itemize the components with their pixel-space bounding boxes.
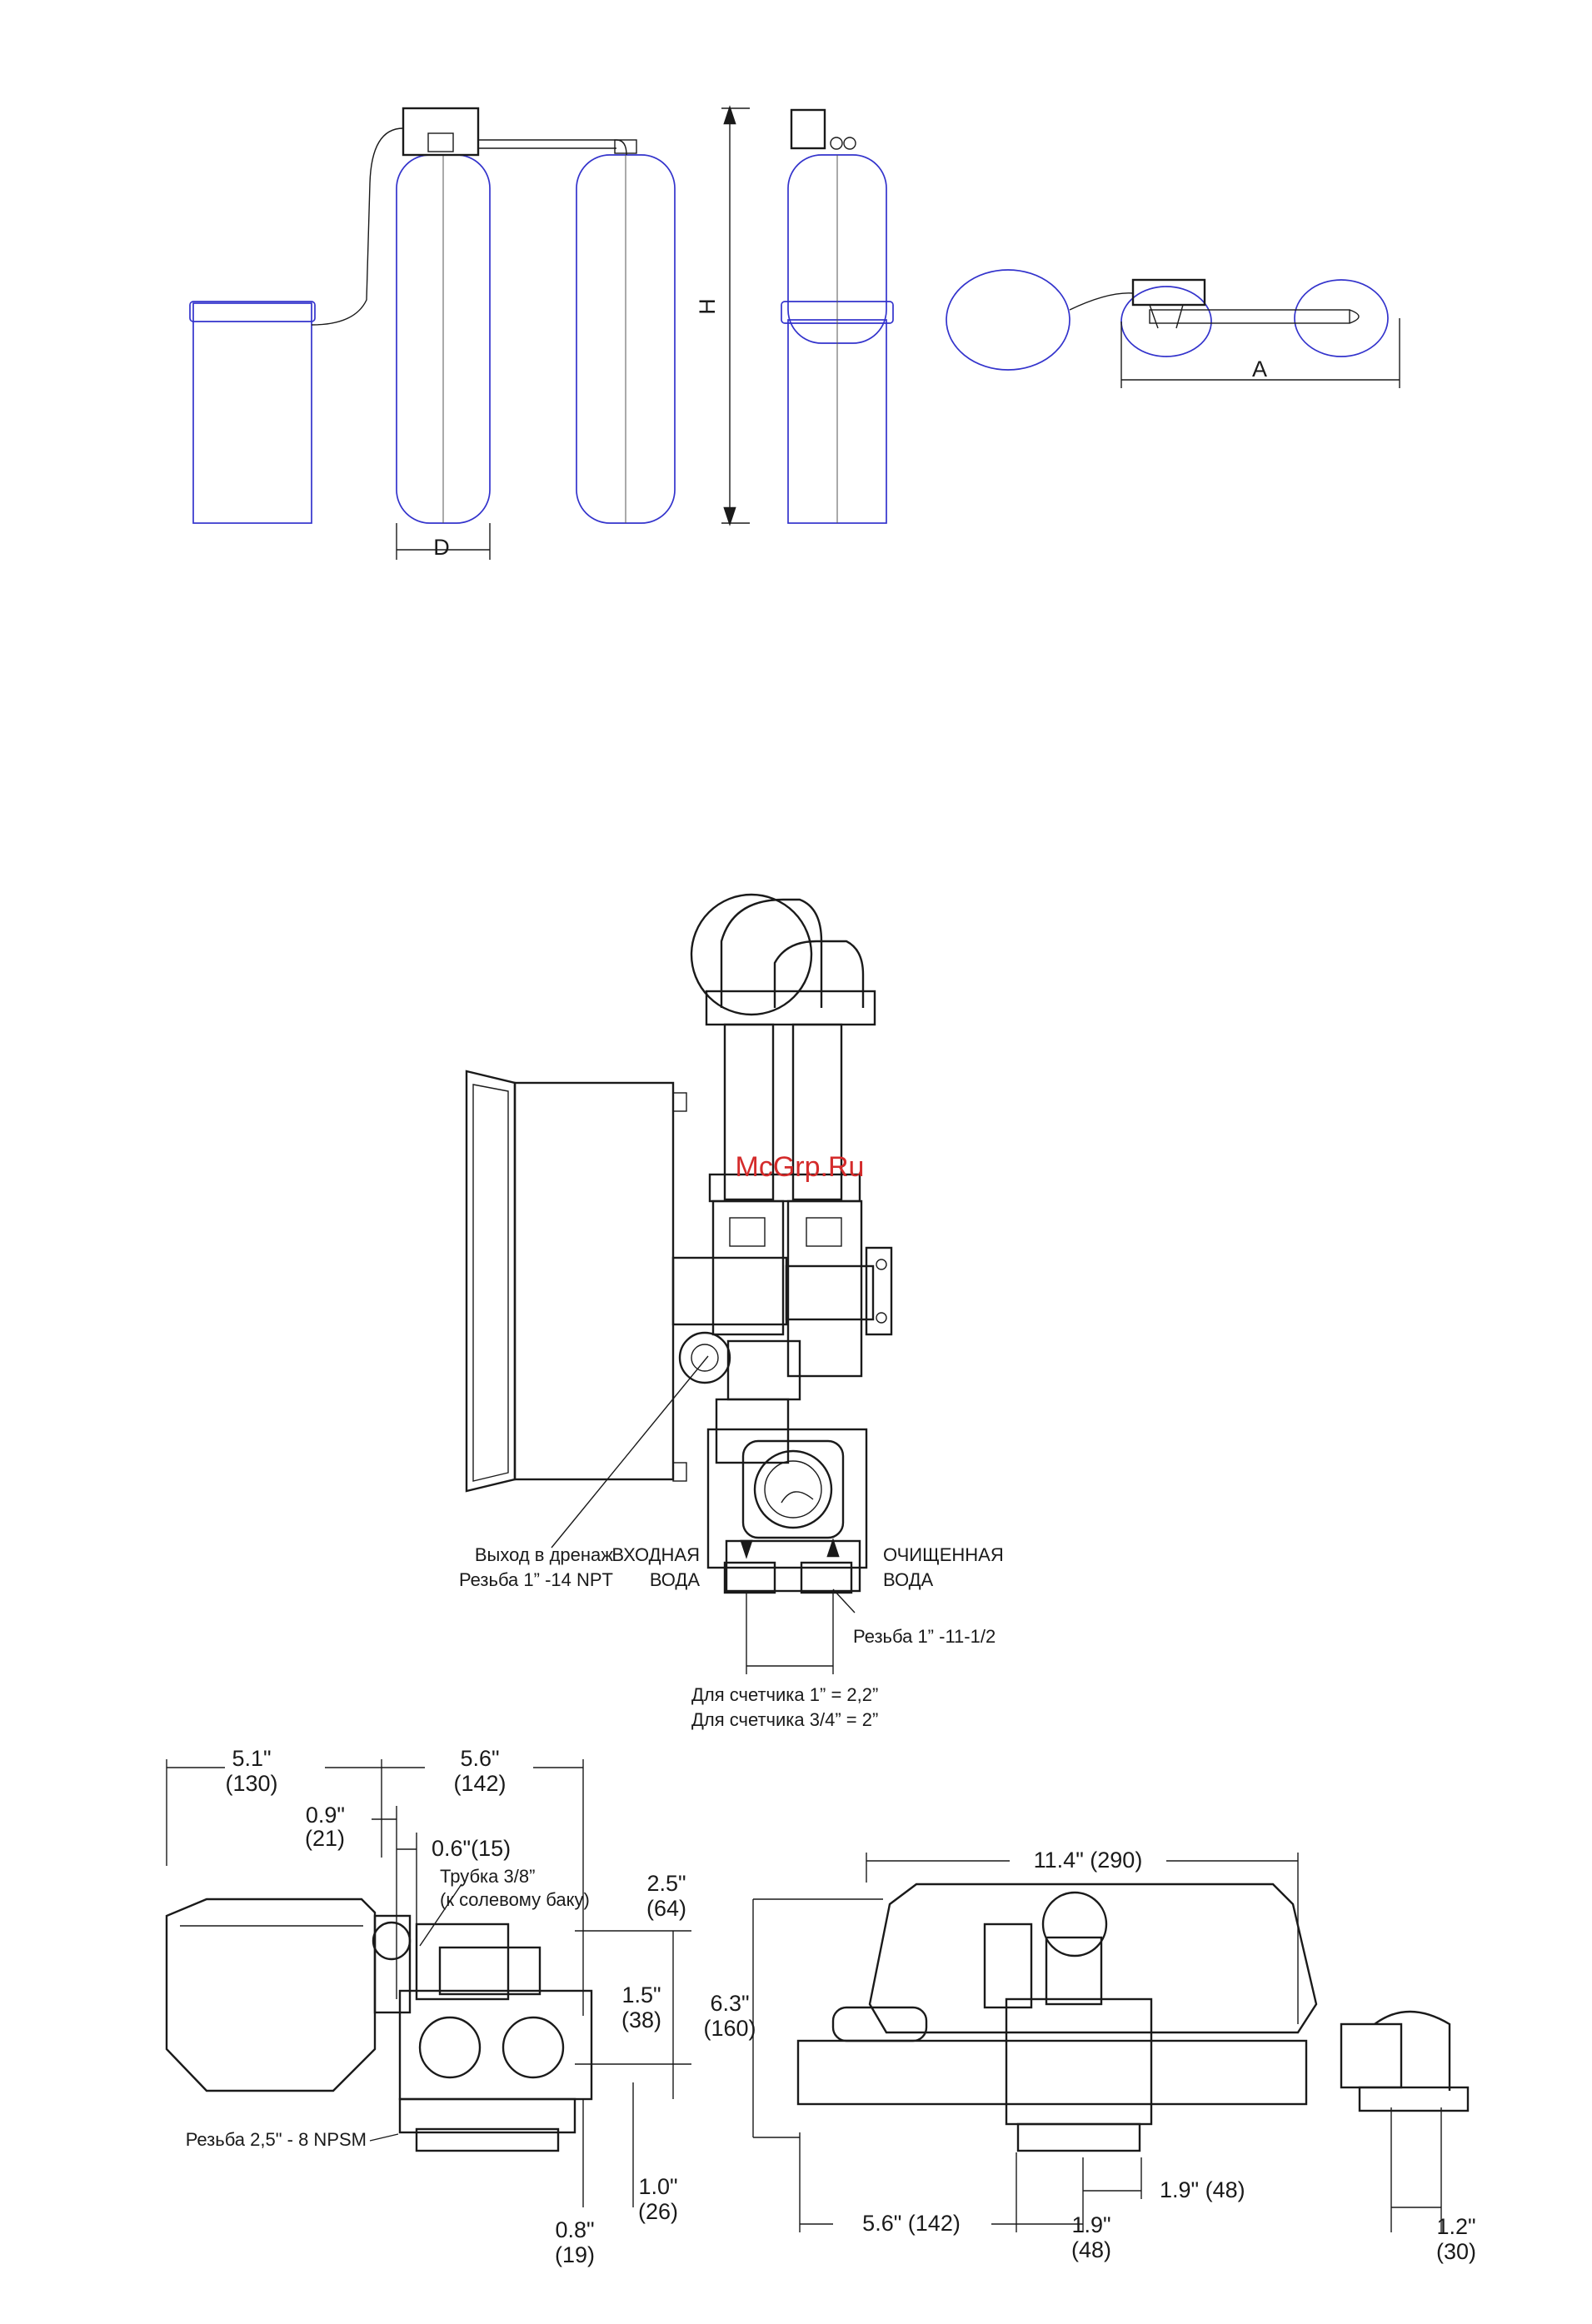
mineral-tank-1 (396, 154, 491, 524)
controller-housing (465, 1070, 687, 1493)
dim-1-2-in: 1.2" (1436, 2214, 1475, 2239)
watermark: McGrp.Ru (736, 1151, 865, 1183)
brine-line (311, 127, 404, 326)
dim-5-6-in-142-mm: 5.6" (142) (862, 2211, 961, 2236)
tank-system-views: D H (189, 105, 1400, 560)
dim-26-mm: (26) (638, 2199, 678, 2224)
dim-0-8-in: 0.8" (555, 2217, 594, 2242)
dimension-h: H (695, 105, 750, 526)
side-view-tank (781, 108, 894, 524)
dim-30-mm: (30) (1436, 2239, 1476, 2264)
dim-142-mm: (142) (453, 1771, 506, 1796)
brine-tube-label-2: (к солевому баку) (440, 1889, 590, 1910)
front-view-dimensioned: 11.4" (290) 6.3" (160) 1.9" (48) 5.6" (1 (703, 1848, 1476, 2264)
drain-leader (551, 1355, 709, 1549)
dim-130-mm: (130) (225, 1771, 277, 1796)
inlet-water-label-2: ВОДА (650, 1569, 700, 1590)
plan-view: A (946, 269, 1400, 388)
drain-fitting (678, 1331, 801, 1464)
dim-19-mm: (19) (555, 2242, 595, 2267)
treated-water-label-2: ВОДА (883, 1569, 933, 1590)
dim-6-3-in: 6.3" (710, 1991, 749, 2016)
dim-1-0-in: 1.0" (638, 2174, 677, 2199)
dim-11-4-in: 11.4" (290) (1034, 1848, 1143, 1873)
meter-1in-label: Для счетчика 1” = 2,2” (691, 1684, 878, 1705)
inlet-water-label: ВХОДНАЯ (611, 1544, 700, 1565)
dim-1-9-in-48-mm: 1.9" (48) (1160, 2177, 1245, 2202)
dim-160-mm: (160) (703, 2016, 756, 2041)
dim-48-mm: (48) (1071, 2237, 1111, 2262)
npsm-thread-label: Резьба 2,5" - 8 NPSM (186, 2129, 367, 2150)
dimension-d-label: D (433, 535, 450, 560)
vertical-pipes (708, 1023, 861, 1203)
dim-0-9-in: 0.9" (306, 1803, 345, 1828)
control-valve-drawing: Выход в дренаж Резьба 1” -14 NPT ВХОДНАЯ… (459, 893, 1004, 1730)
dim-38-mm: (38) (621, 2007, 661, 2032)
control-valve-head (402, 107, 637, 157)
dim-5-6-in: 5.6" (460, 1746, 499, 1771)
treated-water-label: ОЧИЩЕННАЯ (883, 1544, 1004, 1565)
meter-3-4in-label: Для счетчика 3/4” = 2” (691, 1709, 878, 1730)
dimension-d: D (396, 523, 491, 560)
brine-tube-label: Трубка 3/8” (440, 1866, 535, 1887)
turbine-elbows (690, 893, 876, 1026)
dimension-h-label: H (695, 298, 720, 315)
brine-tank (189, 301, 316, 524)
dim-64-mm: (64) (646, 1896, 686, 1921)
meter-body (671, 1199, 893, 1378)
dim-0-6-in: 0.6"(15) (432, 1836, 511, 1861)
thread-label: Резьба 1” -11-1/2 (853, 1626, 996, 1647)
dim-1-9-in: 1.9" (1071, 2212, 1110, 2237)
dim-5-1-in: 5.1" (232, 1746, 271, 1771)
mineral-tank-2 (576, 154, 676, 524)
side-view-dimensioned: 5.1" (130) 5.6" (142) 0.9" (21) 0.6"(15)… (165, 1746, 691, 2267)
dim-2-5-in: 2.5" (646, 1871, 686, 1896)
dim-21-mm: (21) (305, 1826, 345, 1851)
flow-arrows (740, 1538, 840, 1559)
inlet-outlet-dimension (746, 1588, 856, 1674)
drain-outlet-label: Выход в дренаж (475, 1544, 613, 1565)
valve-body (706, 1428, 868, 1594)
dim-1-5-in: 1.5" (621, 1982, 661, 2007)
drain-thread-label: Резьба 1” -14 NPT (459, 1569, 613, 1590)
dimension-a-label: A (1252, 357, 1267, 382)
